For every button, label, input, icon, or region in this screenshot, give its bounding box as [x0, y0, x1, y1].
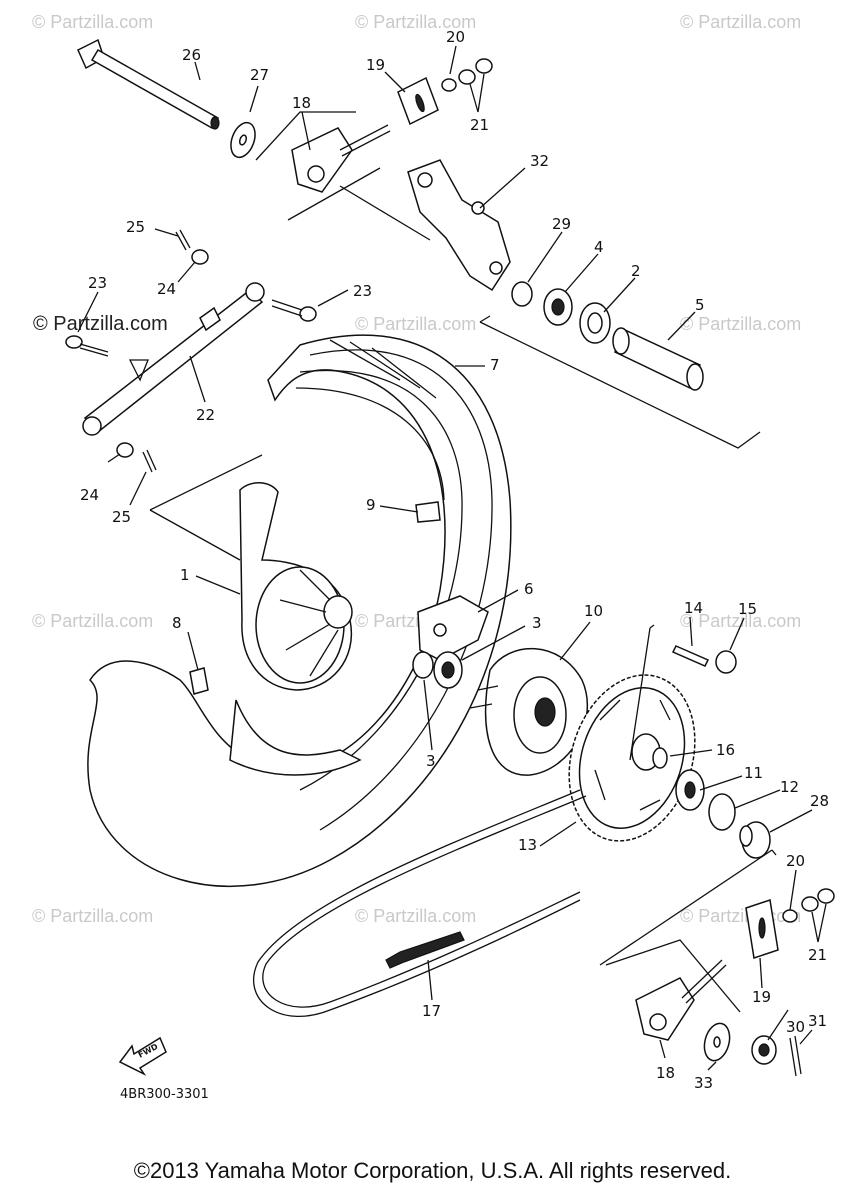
- watermark: © Partzilla.com: [680, 314, 801, 334]
- collar-28: [739, 821, 771, 859]
- spacer-5: [612, 327, 704, 391]
- callout-14: 14: [684, 599, 703, 617]
- callout-23: 23: [88, 274, 107, 292]
- cotter-pin-25: [142, 229, 191, 473]
- callout-20: 20: [446, 28, 465, 46]
- callout-3: 3: [532, 614, 542, 632]
- callout-23: 23: [353, 282, 372, 300]
- seal-12: [708, 793, 736, 831]
- callout-10: 10: [584, 602, 603, 620]
- copyright-notice: ©2013 Yamaha Motor Corporation, U.S.A. A…: [133, 1158, 732, 1183]
- fwd-arrow-icon: FWD: [118, 1036, 167, 1076]
- leader-lines: [77, 45, 827, 1071]
- watermark: © Partzilla.com: [32, 611, 153, 631]
- sprocket-13: [568, 674, 696, 842]
- guide-line: [149, 454, 263, 561]
- watermark: © Partzilla.com: [32, 12, 153, 32]
- callout-32: 32: [530, 152, 549, 170]
- collar-16: [652, 747, 668, 769]
- washer-33: [703, 1022, 731, 1062]
- callout-25: 25: [112, 508, 131, 526]
- washer-nuts-top: [441, 58, 493, 92]
- collar-29: [511, 281, 533, 307]
- bolt-23-left: [65, 335, 109, 357]
- watermark: © Partzilla.com: [680, 12, 801, 32]
- callout-6: 6: [524, 580, 534, 598]
- tire-7: [87, 334, 512, 888]
- callout-19: 19: [366, 56, 385, 74]
- callout-9: 9: [366, 496, 376, 514]
- callout-12: 12: [780, 778, 799, 796]
- diagram-code: 4BR300-3301: [120, 1087, 209, 1102]
- callout-20: 20: [786, 852, 805, 870]
- callout-29: 29: [552, 215, 571, 233]
- watermark: © Partzilla.com: [355, 906, 476, 926]
- callout-28: 28: [810, 792, 829, 810]
- callout-24: 24: [157, 280, 176, 298]
- callouts: 26 27 18 19 20 21 32 29 4 2 5 25 24 23 2…: [80, 28, 829, 1092]
- callout-13: 13: [518, 836, 537, 854]
- callout-8: 8: [172, 614, 182, 632]
- watermark-prominent: © Partzilla.com: [33, 313, 168, 335]
- callout-2: 2: [631, 262, 641, 280]
- watermark: © Partzilla.com: [680, 611, 801, 631]
- adjuster-18-top: [255, 111, 391, 221]
- watermark: © Partzilla.com: [355, 314, 476, 334]
- adjuster-18-bottom: [635, 959, 727, 1041]
- bearing-4: [543, 288, 573, 326]
- bolt-23-right: [271, 299, 317, 322]
- washer-27: [230, 121, 256, 159]
- callout-4: 4: [594, 238, 604, 256]
- callout-19: 19: [752, 988, 771, 1006]
- nut-24-top: [191, 249, 209, 265]
- nut-30: [751, 1035, 777, 1065]
- stud-14: [671, 645, 710, 667]
- callout-21: 21: [808, 946, 827, 964]
- axle-bolt: [77, 38, 220, 130]
- plate-19-bottom: [745, 899, 779, 959]
- guide-line: [339, 185, 761, 449]
- callout-30: 30: [786, 1018, 805, 1036]
- caliper-bracket-32: [407, 159, 511, 292]
- bearing-2: [579, 302, 611, 344]
- nut-24-bottom: [116, 442, 134, 458]
- callout-18: 18: [292, 94, 311, 112]
- nut-15: [715, 650, 737, 674]
- callout-31: 31: [808, 1012, 827, 1030]
- watermark: © Partzilla.com: [32, 906, 153, 926]
- torque-rod-22: [82, 282, 265, 436]
- callout-27: 27: [250, 66, 269, 84]
- callout-11: 11: [744, 764, 763, 782]
- callout-33: 33: [694, 1074, 713, 1092]
- hub-clutch-10: [469, 648, 588, 776]
- callout-1: 1: [180, 566, 190, 584]
- cotter-pin-31: [789, 1035, 802, 1077]
- wheel-hub-1: [229, 482, 362, 776]
- callout-5: 5: [695, 296, 705, 314]
- callout-3: 3: [426, 752, 436, 770]
- chain-17: [252, 789, 587, 1018]
- callout-17: 17: [422, 1002, 441, 1020]
- watermark: © Partzilla.com: [355, 12, 476, 32]
- balance-weight-9: [415, 501, 441, 523]
- callout-26: 26: [182, 46, 201, 64]
- bearing-11: [675, 769, 705, 811]
- callout-25: 25: [126, 218, 145, 236]
- guide-line: [605, 939, 741, 1013]
- callout-22: 22: [196, 406, 215, 424]
- valve-8: [189, 667, 209, 695]
- bearing-3a: [412, 651, 434, 679]
- guide-line: [599, 624, 777, 966]
- callout-7: 7: [490, 356, 500, 374]
- callout-16: 16: [716, 741, 735, 759]
- callout-24: 24: [80, 486, 99, 504]
- washer-nuts-bottom: [782, 888, 835, 923]
- callout-21: 21: [470, 116, 489, 134]
- callout-15: 15: [738, 600, 757, 618]
- plate-19-top: [397, 76, 439, 126]
- callout-18: 18: [656, 1064, 675, 1082]
- caliper-6: [417, 595, 489, 661]
- bearing-3b: [433, 651, 463, 689]
